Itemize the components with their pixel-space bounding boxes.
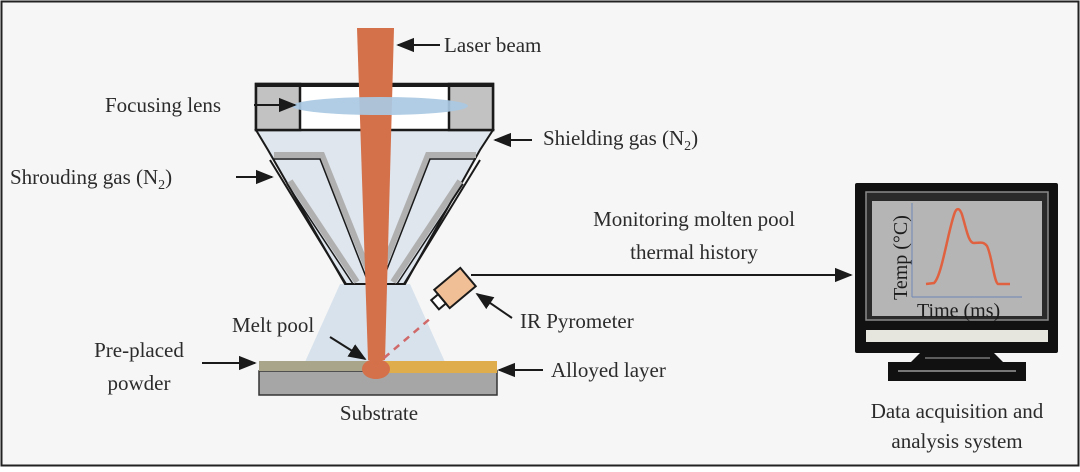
label-daq-line1: Data acquisition and bbox=[871, 399, 1044, 423]
thermal-history-curve bbox=[925, 207, 1010, 286]
label-alloyed-layer: Alloyed layer bbox=[551, 358, 666, 382]
label-focusing-lens: Focusing lens bbox=[105, 93, 221, 117]
screen-xlabel: Time (ms) bbox=[917, 300, 1000, 322]
label-monitoring-line1: Monitoring molten pool bbox=[593, 207, 795, 231]
nozzle-wall-right-inner-edge bbox=[396, 183, 464, 285]
monitor bbox=[855, 183, 1058, 381]
label-pre-placed-line2: powder bbox=[108, 371, 171, 395]
nozzle-wall-right-outer-edge bbox=[381, 158, 476, 283]
pyrometer-lens-tip bbox=[429, 292, 448, 311]
label-melt-pool: Melt pool bbox=[232, 313, 314, 337]
pre-placed-powder-layer bbox=[259, 361, 377, 371]
label-substrate: Substrate bbox=[340, 401, 418, 425]
pyrometer-sight-line bbox=[383, 316, 433, 359]
ir-pyrometer-device bbox=[429, 266, 478, 311]
nozzle-wall-right-outer bbox=[375, 152, 476, 282]
monitor-chin-strip bbox=[866, 330, 1048, 342]
focusing-lens bbox=[292, 97, 468, 115]
nozzle-wall-left-outer-edge bbox=[274, 158, 369, 283]
nozzle-wall-left-inner-edge bbox=[286, 183, 354, 285]
nozzle-left-outline bbox=[269, 159, 347, 285]
label-daq-line2: analysis system bbox=[891, 429, 1022, 453]
label-monitoring-line2: thermal history bbox=[630, 240, 758, 264]
arrow-melt-pool bbox=[329, 336, 367, 360]
alloyed-layer bbox=[377, 361, 497, 373]
label-laser-beam: Laser beam bbox=[444, 33, 541, 57]
label-shrouding-gas: Shrouding gas (N2) bbox=[10, 165, 172, 193]
label-ir-pyrometer: IR Pyrometer bbox=[520, 309, 634, 333]
nozzle-wall-left-inner bbox=[287, 179, 360, 284]
nozzle-wall-left-outer bbox=[274, 152, 375, 282]
screen-ylabel: Temp (°C) bbox=[890, 215, 912, 300]
arrow-ir-pyrometer bbox=[475, 292, 513, 319]
label-shielding-gas: Shielding gas (N2) bbox=[543, 126, 698, 154]
nozzle-wall-right-inner bbox=[390, 179, 463, 284]
label-pre-placed-line1: Pre-placed bbox=[94, 338, 184, 362]
melt-pool bbox=[362, 359, 390, 379]
nozzle-right-outline bbox=[403, 159, 481, 285]
